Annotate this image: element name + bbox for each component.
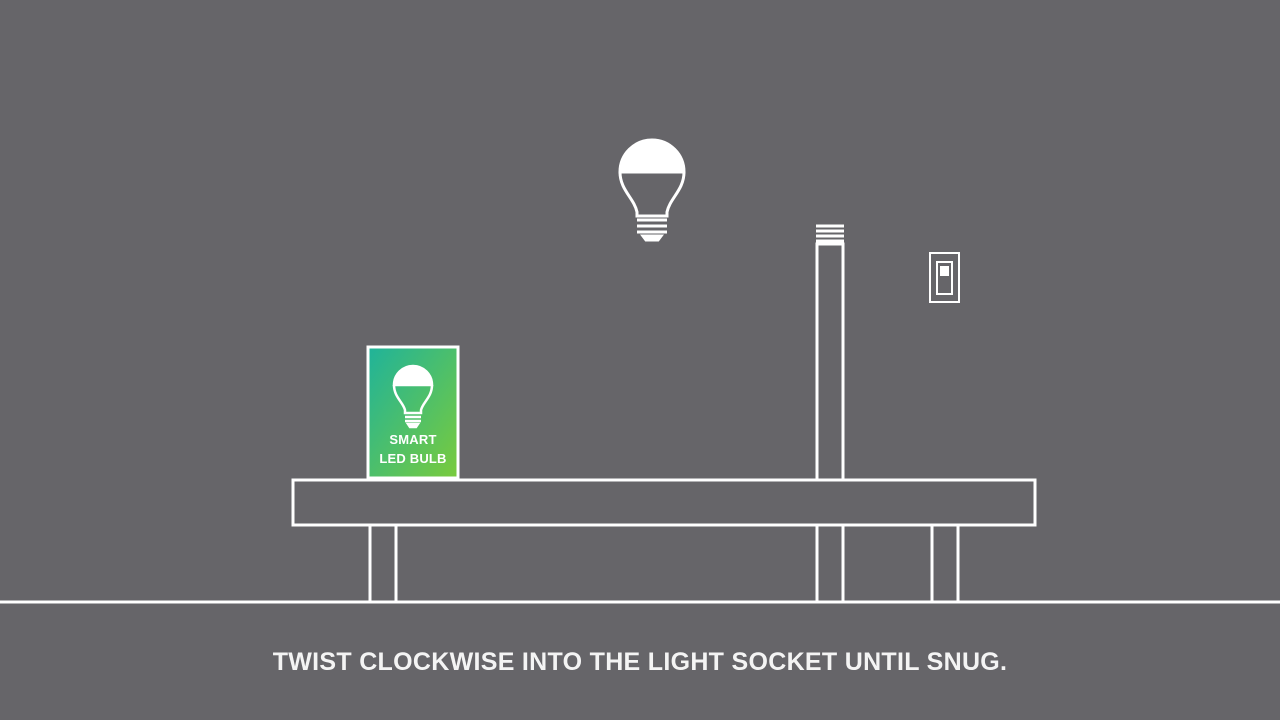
smart-led-bulb-box	[366, 345, 460, 480]
box-bulb-icon	[392, 364, 434, 429]
table-legs	[368, 523, 960, 604]
instruction-caption: TWIST CLOCKWISE INTO THE LIGHT SOCKET UN…	[272, 648, 1008, 676]
light-bulb-icon	[618, 138, 686, 242]
box-label-line2: LED BULB	[379, 451, 447, 466]
light-switch-icon	[929, 252, 960, 303]
box-label-line1: SMART	[389, 432, 437, 447]
table-top	[291, 478, 1037, 527]
lamp-post-icon	[815, 224, 845, 482]
